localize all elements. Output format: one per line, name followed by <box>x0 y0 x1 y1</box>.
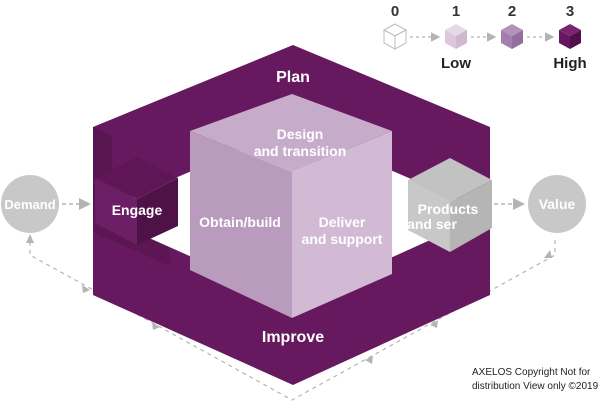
improve-label: Improve <box>262 329 324 346</box>
central-cube <box>190 94 392 318</box>
deliver-label-line1: Deliver <box>319 214 366 230</box>
deliver-label-line2: and support <box>302 231 383 247</box>
products-label-line1: Products <box>418 201 479 217</box>
legend-low-label: Low <box>441 55 471 72</box>
products-label-line2: and ser <box>407 216 457 232</box>
value-circle <box>528 175 586 233</box>
engage-cube <box>95 157 178 245</box>
legend-level-2: 2 <box>508 3 516 20</box>
engage-label: Engage <box>112 202 163 218</box>
legend-cube-0 <box>382 23 408 50</box>
demand-circle <box>1 175 59 233</box>
feedback-arrowheads <box>26 234 552 364</box>
legend: 0 1 2 3 <box>382 3 587 72</box>
legend-level-1: 1 <box>452 3 460 20</box>
obtain-build-label: Obtain/build <box>199 214 281 230</box>
copyright-line2: distribution View only ©2019 <box>472 381 599 392</box>
design-label-line2: and transition <box>254 143 347 159</box>
legend-high-label: High <box>553 55 586 72</box>
plan-label: Plan <box>276 69 310 86</box>
legend-cube-2 <box>501 24 523 49</box>
legend-cube-1 <box>445 24 467 49</box>
legend-level-3: 3 <box>566 3 574 20</box>
legend-level-0: 0 <box>391 3 399 20</box>
copyright-notice: AXELOS Copyright Not for distribution Vi… <box>472 366 601 394</box>
legend-cube-3 <box>559 24 581 49</box>
feedback-loop-arrows <box>29 240 556 401</box>
copyright-line1: AXELOS Copyright Not for <box>472 367 591 378</box>
products-cube <box>408 158 492 252</box>
design-label-line1: Design <box>277 126 324 142</box>
value-label: Value <box>539 196 576 212</box>
demand-label: Demand <box>4 197 55 212</box>
